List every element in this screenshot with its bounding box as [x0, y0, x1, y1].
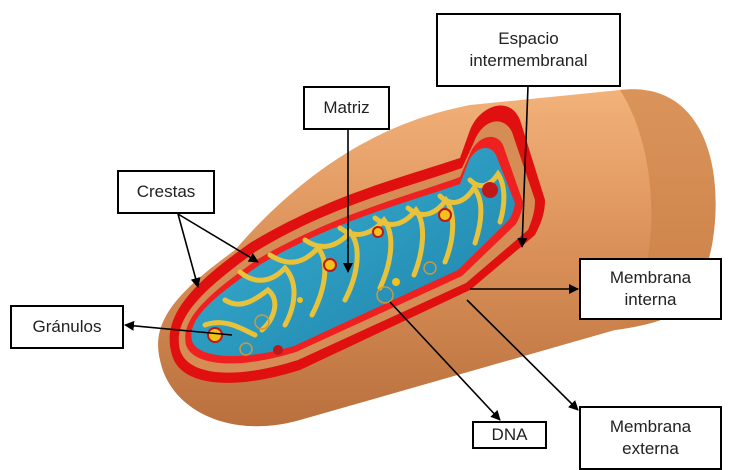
label-espacio-line1: Espacio: [498, 28, 558, 50]
label-crestas: Crestas: [117, 170, 215, 214]
label-membrana-externa-line2: externa: [622, 438, 679, 460]
label-membrana-externa: Membrana externa: [579, 406, 722, 470]
label-espacio-line2: intermembranal: [469, 50, 587, 72]
label-dna-text: DNA: [492, 424, 528, 446]
label-granulos-text: Gránulos: [33, 316, 102, 338]
label-granulos: Gránulos: [10, 305, 124, 349]
label-matriz: Matriz: [303, 86, 390, 130]
label-membrana-externa-line1: Membrana: [610, 416, 691, 438]
label-membrana-interna-line2: interna: [625, 289, 677, 311]
label-espacio-intermembranal: Espacio intermembranal: [436, 13, 621, 87]
label-dna: DNA: [472, 421, 547, 449]
label-crestas-text: Crestas: [137, 181, 196, 203]
label-membrana-interna-line1: Membrana: [610, 267, 691, 289]
label-membrana-interna: Membrana interna: [579, 258, 722, 320]
label-matriz-text: Matriz: [323, 97, 369, 119]
